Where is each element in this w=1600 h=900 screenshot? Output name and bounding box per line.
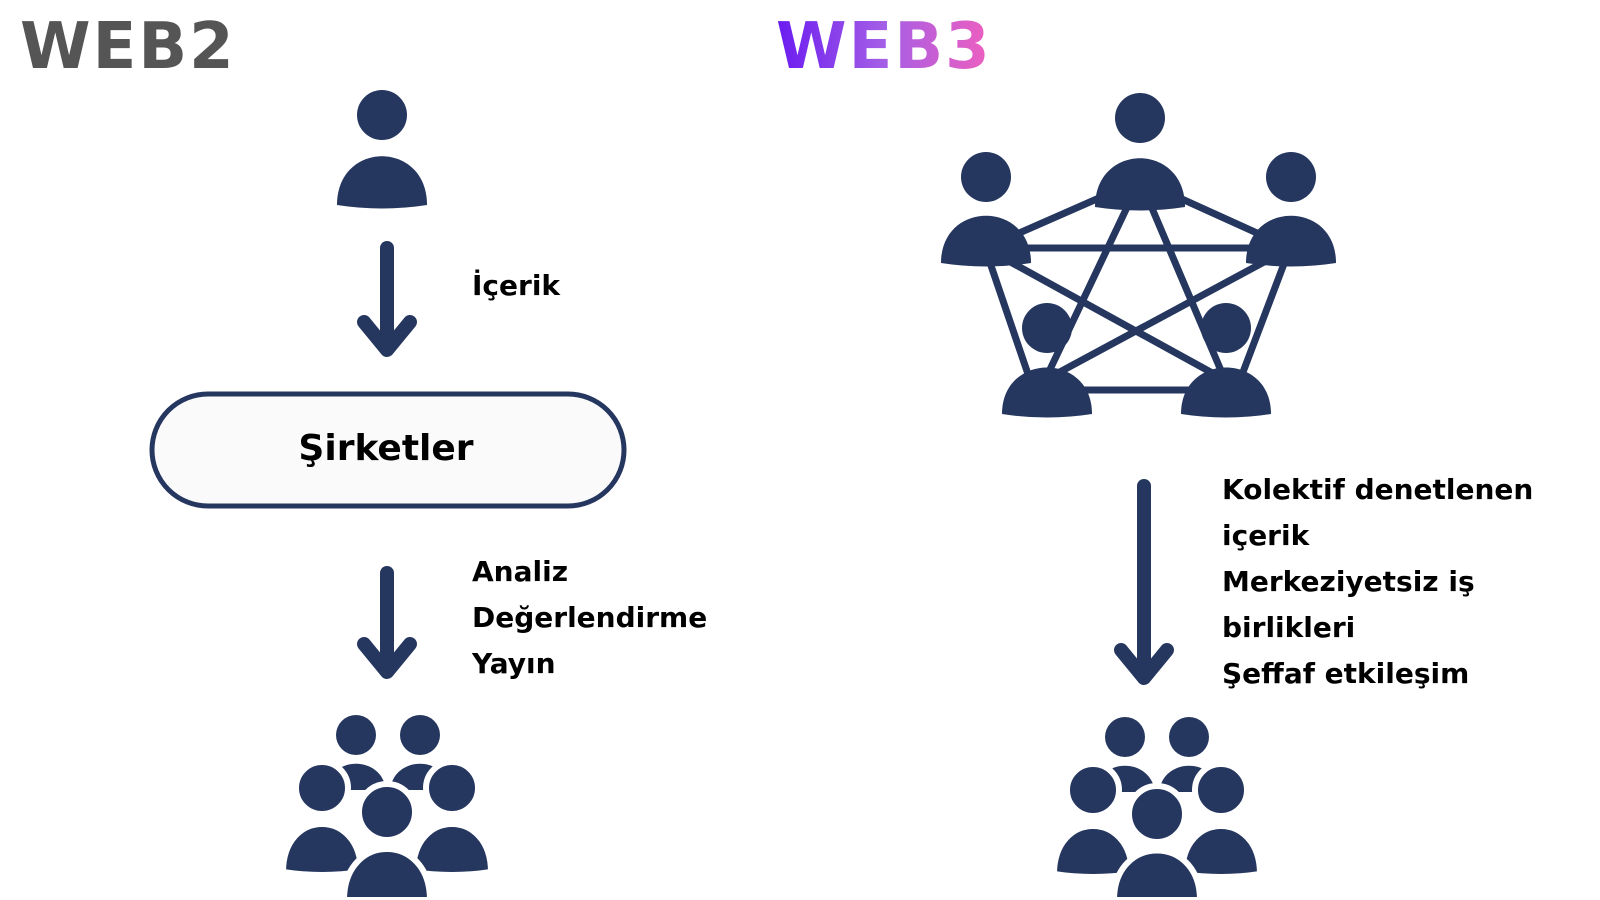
web3-heading: WEB3 <box>776 10 992 84</box>
process-step: Yayın <box>472 647 556 680</box>
web3-features: Kolektif denetlenen içerik Merkeziyetsiz… <box>1222 467 1533 697</box>
company-box-label: Şirketler <box>298 427 474 469</box>
content-label: İçerik <box>472 269 561 302</box>
process-step: Analiz <box>472 555 568 588</box>
user-group-icon <box>279 715 495 900</box>
process-step: Değerlendirme <box>472 601 708 634</box>
feature-line: Kolektif denetlenen <box>1222 473 1534 506</box>
feature-line: Şeffaf etkileşim <box>1222 657 1470 690</box>
feature-line: Merkeziyetsiz iş <box>1222 565 1475 598</box>
user-group-icon <box>1050 717 1264 900</box>
arrow-down-icon <box>1114 479 1174 685</box>
feature-line: birlikleri <box>1222 611 1356 644</box>
company-box <box>149 391 627 509</box>
feature-line: içerik <box>1222 519 1310 552</box>
web2-heading: WEB2 <box>20 10 236 84</box>
arrow-down-icon <box>357 241 417 357</box>
user-network-icon <box>941 93 1336 418</box>
arrow-down-icon <box>357 566 417 679</box>
user-icon <box>337 90 427 209</box>
process-steps: Analiz Değerlendirme Yayın <box>472 549 707 687</box>
